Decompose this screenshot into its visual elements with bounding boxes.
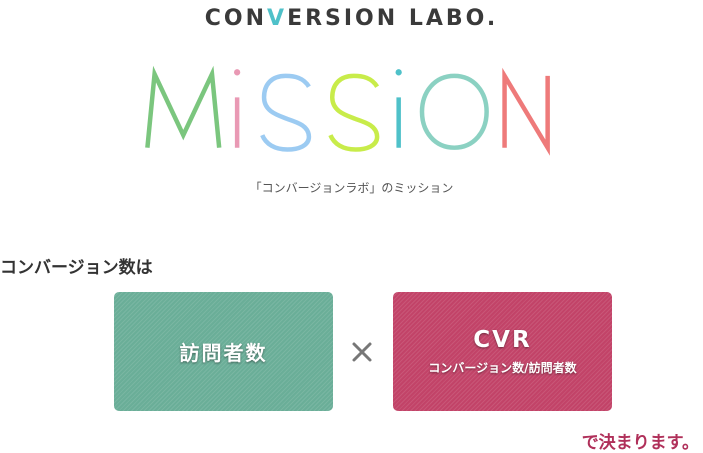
mission-title	[0, 60, 703, 160]
multiply-icon	[352, 342, 372, 362]
mission-subtitle: 「コンバージョンラボ」のミッション	[249, 181, 454, 195]
cvr-title: CVR	[473, 327, 532, 353]
mission-letter-2	[259, 73, 311, 152]
mission-letter-3	[327, 73, 379, 152]
mission-letter-6	[501, 67, 550, 156]
mission-letter-4	[395, 69, 402, 148]
section-heading: コンバージョン数は	[0, 258, 153, 278]
mission-letter-5	[419, 73, 489, 150]
brand-text-pre: CON	[204, 6, 268, 31]
cvr-subtitle: コンバージョン数/訪問者数	[428, 361, 577, 375]
mission-wordmark	[144, 65, 550, 156]
visitors-label: 訪問者数	[179, 341, 268, 365]
closing-text: で決まります。	[581, 433, 699, 453]
brand-text-post: ERSION LABO.	[287, 6, 499, 31]
visitors-card: 訪問者数	[114, 292, 333, 411]
brand-text-v: V	[267, 6, 288, 31]
mission-letter-1	[233, 69, 240, 148]
cvr-card: CVR コンバージョン数/訪問者数	[393, 292, 612, 411]
brand-logo: CONVERSION LABO.	[0, 6, 703, 31]
mission-letter-0	[144, 65, 221, 148]
